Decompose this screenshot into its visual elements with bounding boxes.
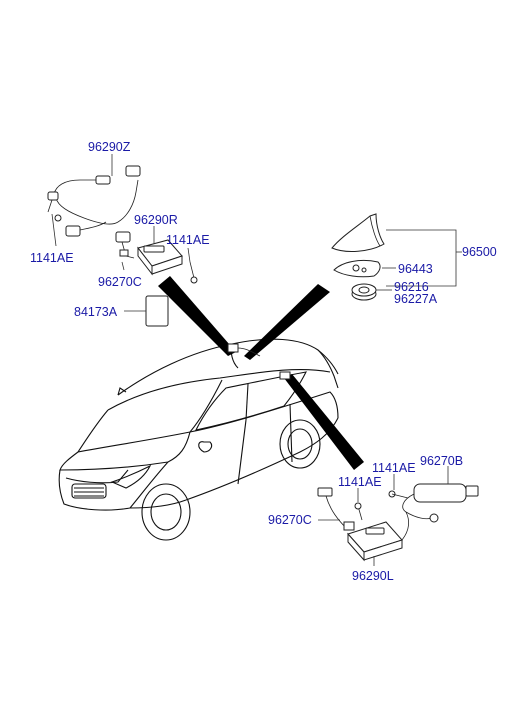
leader-lines [51, 154, 462, 566]
label-96500: 96500 [462, 245, 497, 259]
label-1141AE-lower-mid: 1141AE [338, 475, 382, 489]
label-96227A: 96227A [394, 292, 438, 306]
label-1141AE-lower-right: 1141AE [372, 461, 416, 475]
pointer-wedge-lower [284, 374, 364, 470]
label-1141AE-upper-left: 1141AE [30, 251, 74, 265]
label-96443: 96443 [398, 262, 433, 276]
label-96270C-upper: 96270C [98, 275, 142, 289]
pointer-wedge-left [158, 276, 236, 356]
part-labels: 96290Z 1141AE 96290R 1141AE 96270C 84173… [30, 140, 497, 583]
pointer-wedges [158, 276, 364, 470]
shark-antenna-96500 [331, 213, 385, 301]
pad-84173A [145, 295, 169, 327]
car-illustration [58, 338, 339, 541]
roof-connector [227, 343, 291, 380]
label-96290Z: 96290Z [88, 140, 131, 154]
label-96290R: 96290R [134, 213, 178, 227]
module-96290L [317, 483, 479, 562]
pointer-wedge-right [244, 284, 330, 360]
label-96216: 96216 [394, 280, 429, 294]
label-96270C-lower: 96270C [268, 513, 312, 527]
label-1141AE-upper-mid: 1141AE [166, 233, 210, 247]
label-96270B: 96270B [420, 454, 463, 468]
cable-assembly-96290Z [47, 165, 141, 237]
module-96290R [115, 231, 198, 284]
label-96290L: 96290L [352, 569, 394, 583]
label-84173A: 84173A [74, 305, 118, 319]
